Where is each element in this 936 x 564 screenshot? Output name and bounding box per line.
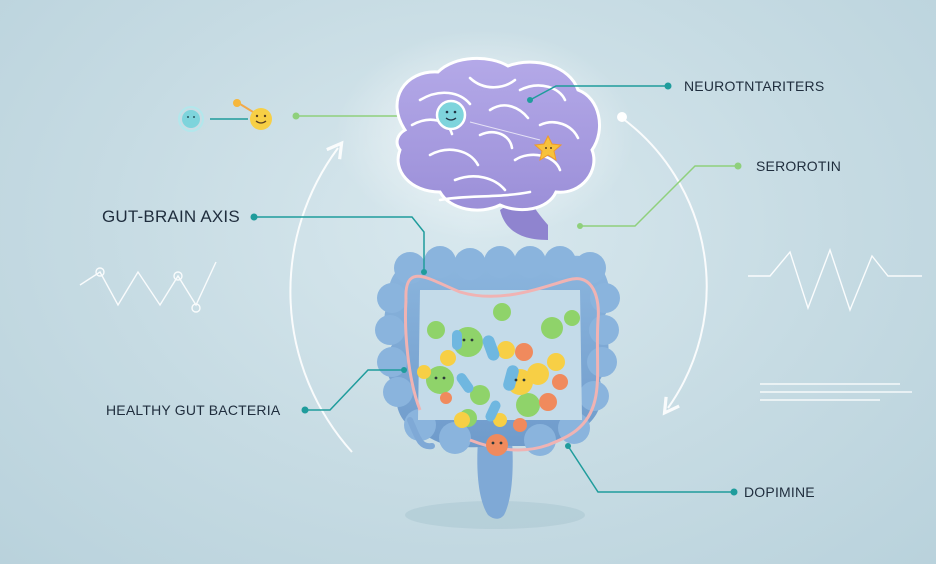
- leader-dots: [250, 82, 742, 496]
- label-neurotransmitters: NEUROTNTARITERS: [684, 78, 825, 94]
- bacteria-blue: [452, 330, 519, 422]
- cycle-arrow-right: [621, 117, 708, 416]
- bacteria-faces: [434, 338, 526, 445]
- leader-dot: [292, 112, 300, 120]
- decorative-lines: [760, 383, 912, 401]
- label-healthy-gut-bacteria: HEALTHY GUT BACTERIA: [106, 402, 281, 418]
- brain-icon: [395, 56, 601, 240]
- label-dopamine: DOPIMINE: [744, 484, 815, 500]
- leader-lines: [254, 85, 738, 493]
- cycle-arrow-origin: [617, 112, 627, 122]
- cycle-arrow-left: [289, 140, 353, 453]
- label-gut-brain-axis: GUT-BRAIN AXIS: [102, 207, 240, 226]
- neuron-icon: [435, 99, 467, 131]
- bacteria-green: [426, 303, 580, 427]
- intestine-icon: [375, 246, 620, 519]
- pulse-wave-icon: [79, 261, 217, 313]
- pulse-wave-icon: [748, 247, 922, 313]
- bacteria-orange: [440, 343, 568, 456]
- label-serotonin: SEROROTIN: [756, 158, 842, 174]
- molecule-icon: [178, 99, 272, 132]
- bacteria-cluster: [417, 303, 580, 456]
